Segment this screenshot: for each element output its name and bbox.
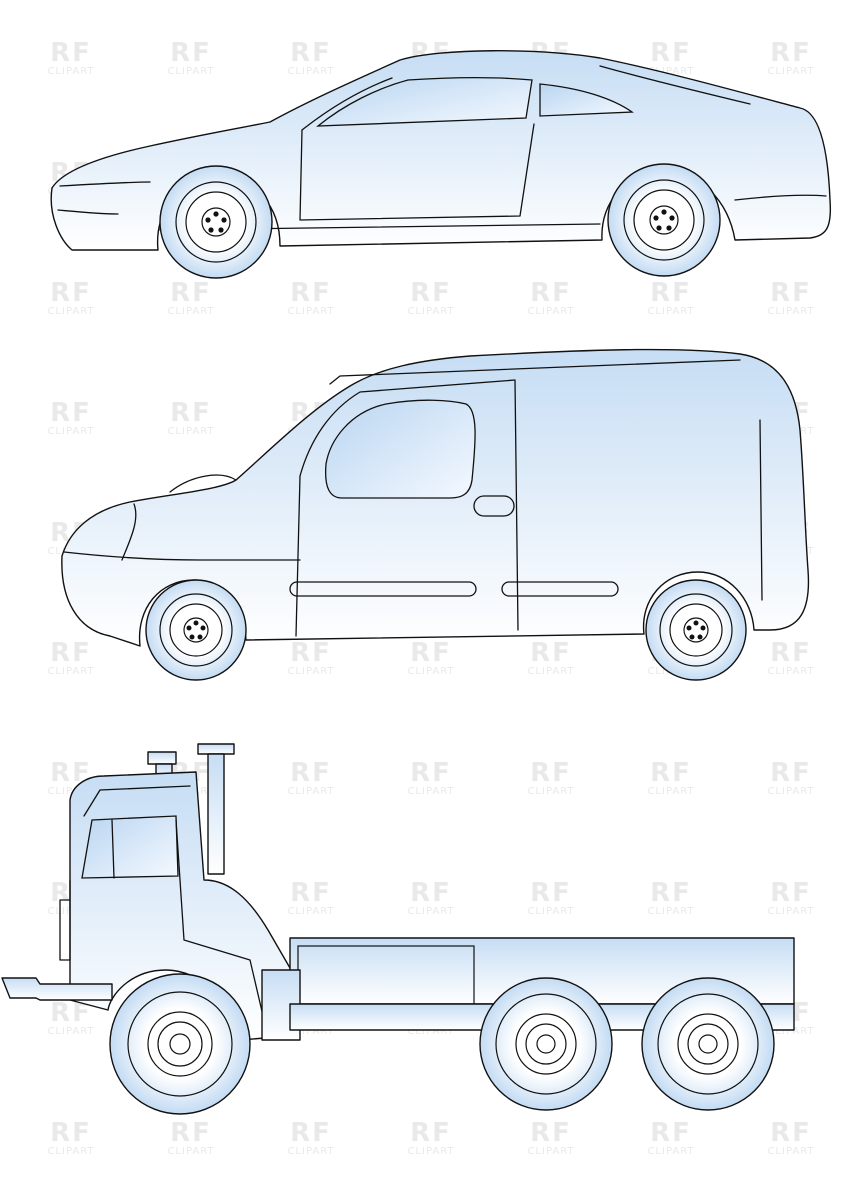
delivery-van-door-handle	[473, 495, 515, 517]
sports-car-rear-window	[539, 83, 634, 117]
truck-middle-wheel	[479, 977, 613, 1111]
truck-exhaust-cap	[197, 743, 235, 755]
truck-front-bumper	[1, 977, 113, 1001]
sports-car	[50, 50, 832, 279]
delivery-van-window	[324, 399, 476, 499]
truck-chassis	[1, 743, 795, 1115]
truck-rear-wheel	[641, 977, 775, 1111]
sports-car-front-wheel	[159, 165, 273, 279]
delivery-van-rear-wheel	[645, 579, 747, 681]
sports-car-rear-wheel	[607, 163, 721, 277]
sports-car-front-window	[316, 77, 533, 127]
delivery-van-front-wheel	[145, 579, 247, 681]
delivery-van	[61, 348, 810, 681]
truck-front-wheel	[109, 973, 251, 1115]
truck-cab-window	[81, 815, 179, 879]
